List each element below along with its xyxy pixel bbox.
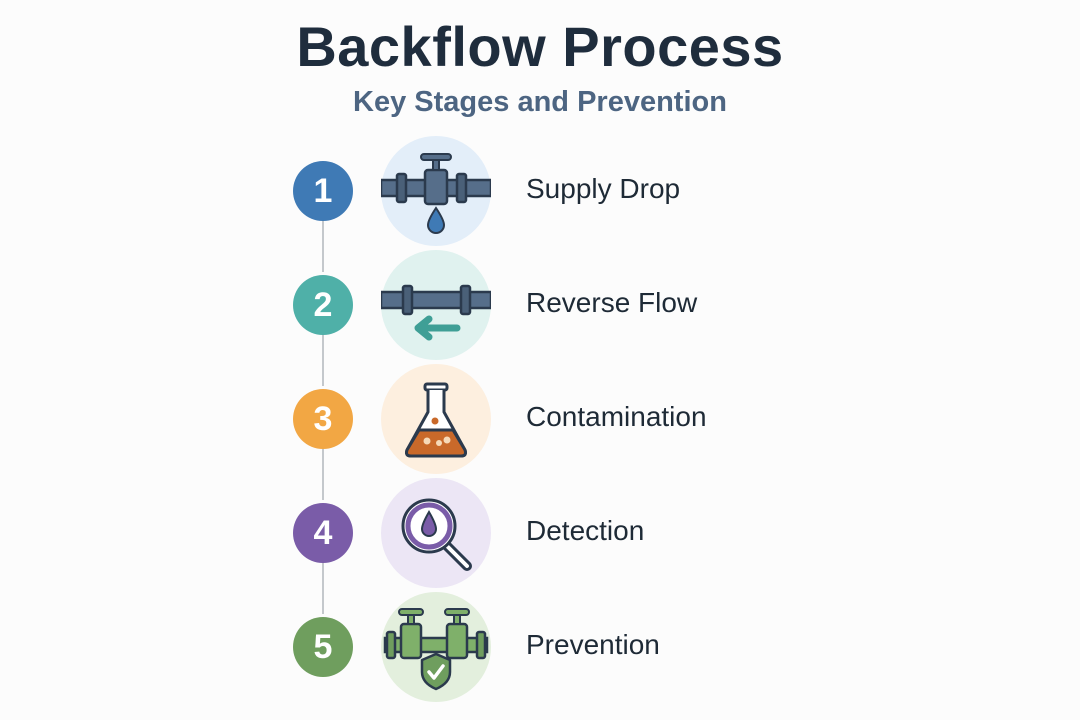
page-title: Backflow Process — [296, 15, 784, 78]
step-reverse-flow: 2 Reverse Flow — [0, 249, 1080, 361]
timeline-connector — [322, 218, 324, 272]
step-label: Detection — [526, 515, 645, 546]
step-number-badge: 2 — [293, 275, 353, 335]
timeline-connector — [322, 446, 324, 500]
step-number-badge: 1 — [293, 161, 353, 221]
step-number-badge: 4 — [293, 503, 353, 563]
step-number-badge: 3 — [293, 389, 353, 449]
step-supply-drop: 1 Supply Drop — [0, 135, 1080, 247]
pipe-reverse-arrow-icon — [381, 250, 491, 360]
step-detection: 4 Detection — [0, 477, 1080, 589]
valve-shield-icon — [381, 592, 491, 702]
flask-icon — [381, 364, 491, 474]
pipe-valve-drip-icon — [381, 136, 491, 246]
magnifier-drop-icon — [381, 478, 491, 588]
step-label: Prevention — [526, 629, 660, 660]
step-label: Supply Drop — [526, 173, 681, 204]
step-label: Reverse Flow — [526, 287, 698, 318]
step-number-badge: 5 — [293, 617, 353, 677]
timeline-connector — [322, 332, 324, 386]
step-label: Contamination — [526, 401, 707, 432]
step-prevention: 5 Prevention — [0, 591, 1080, 703]
step-contamination: 3 Contamination — [0, 363, 1080, 475]
page-subtitle: Key Stages and Prevention — [353, 86, 727, 118]
timeline-connector — [322, 560, 324, 614]
